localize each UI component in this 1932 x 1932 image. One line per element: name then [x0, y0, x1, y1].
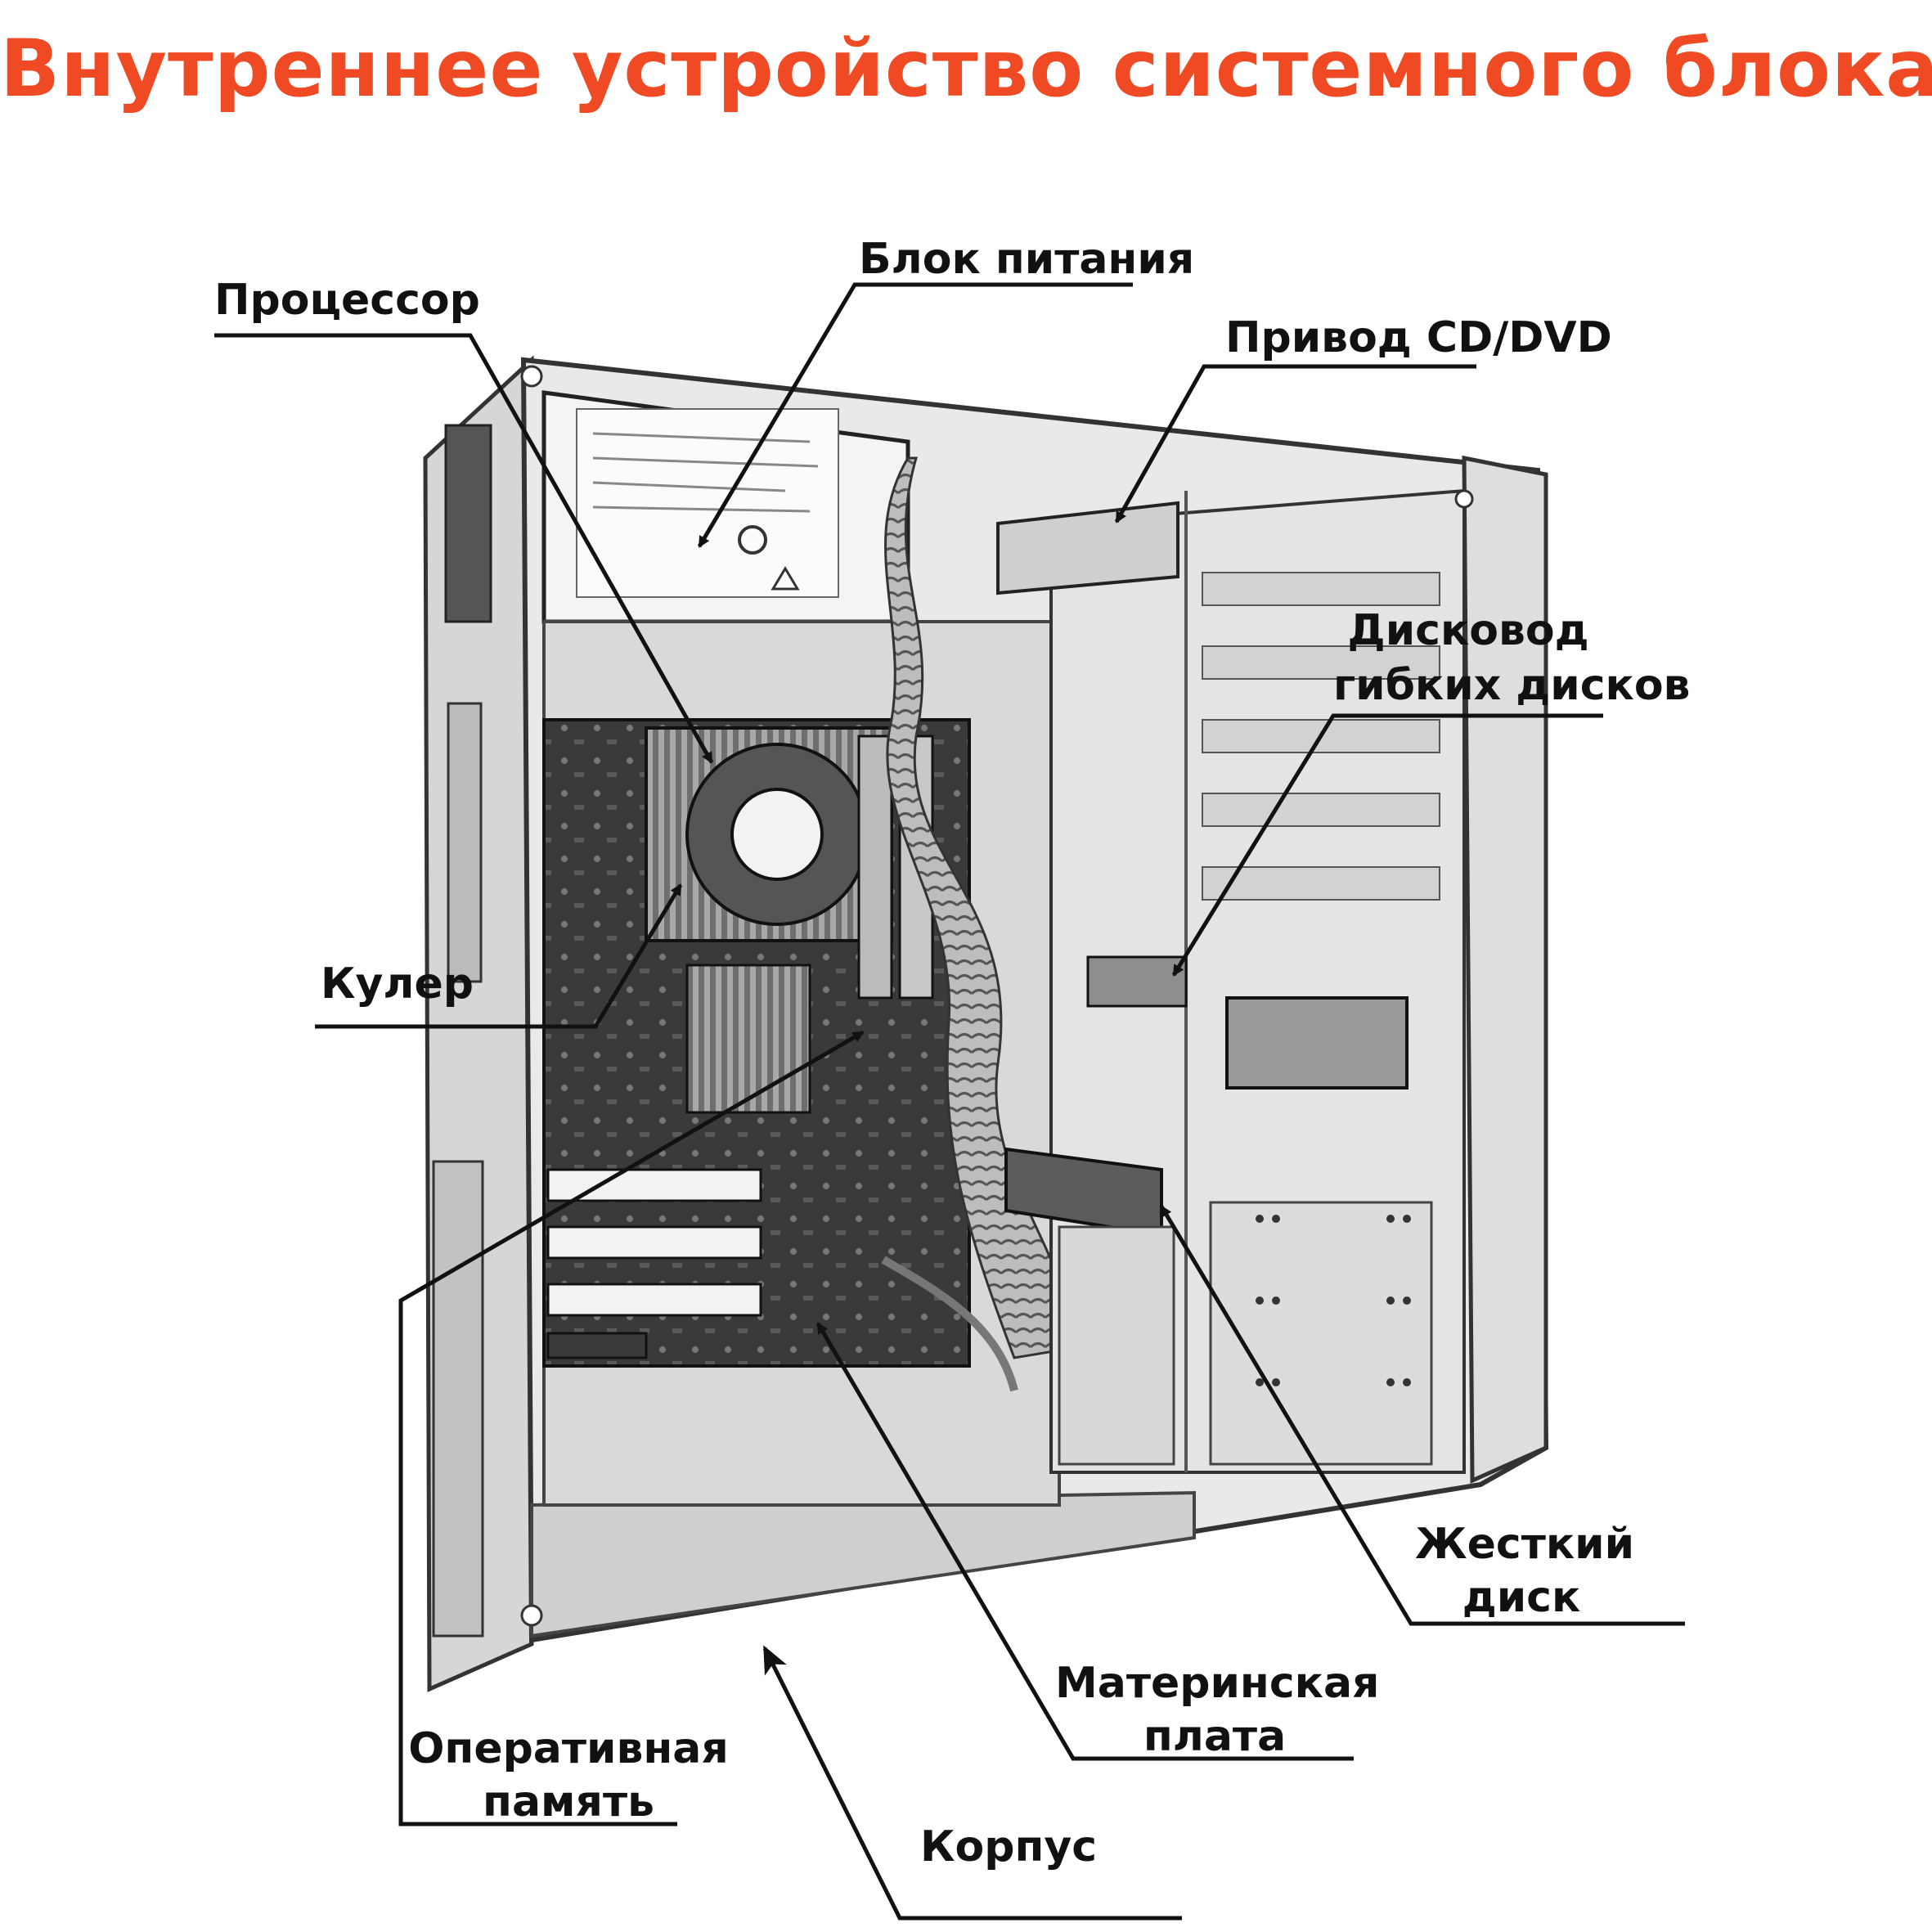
label-case: Корпус: [920, 1820, 1097, 1874]
label-motherboard-line1: Материнская: [1055, 1656, 1374, 1710]
floppy-drive: [1088, 957, 1186, 1006]
label-floppy-line2: гибких дисков: [1333, 658, 1677, 712]
chipset-heatsink: [687, 965, 810, 1112]
label-cd-dvd-drive: Привод CD/DVD: [1225, 311, 1612, 365]
label-power-supply: Блок питания: [859, 232, 1194, 286]
label-processor: Процессор: [214, 273, 480, 327]
label-hdd-line1: Жесткий: [1415, 1517, 1628, 1571]
label-hdd-line2: диск: [1415, 1570, 1628, 1624]
cpu-cooler: [646, 728, 892, 941]
rear-fan-grille: [446, 425, 491, 622]
label-ram-line2: память: [405, 1775, 732, 1829]
label-ram-line1: Оперативная: [405, 1722, 732, 1776]
label-floppy-line1: Дисковод: [1333, 604, 1603, 658]
label-cooler: Кулер: [321, 957, 474, 1011]
case-floor: [532, 1493, 1194, 1636]
label-motherboard-line2: плата: [1055, 1710, 1374, 1764]
